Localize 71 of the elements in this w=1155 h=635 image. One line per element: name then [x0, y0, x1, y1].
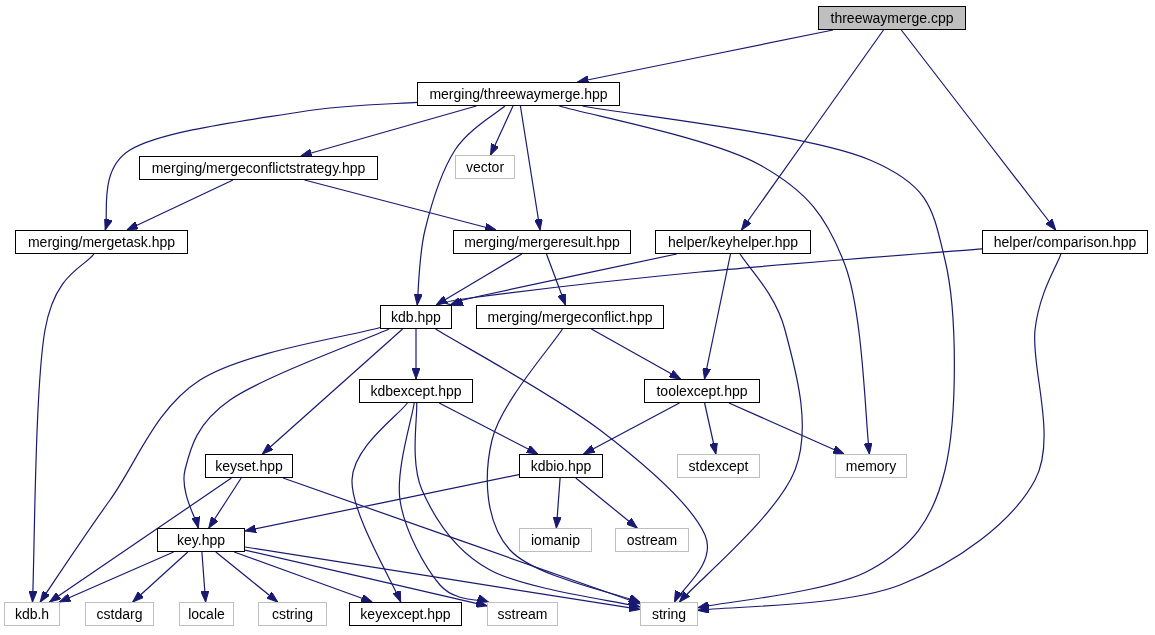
dependency-arrow	[39, 326, 381, 603]
dependency-arrow	[451, 253, 678, 306]
file-node: keyset.hpp	[205, 454, 293, 478]
dependency-arrow	[102, 101, 418, 231]
file-node: ostream	[615, 528, 689, 552]
dependency-arrow	[351, 402, 408, 603]
file-node: toolexcept.hpp	[644, 379, 760, 403]
dependency-arrow	[49, 477, 232, 603]
dependency-arrow	[740, 29, 885, 231]
file-node: merging/mergeconflictstrategy.hpp	[139, 156, 378, 180]
file-node: merging/mergeresult.hpp	[453, 230, 631, 254]
file-node: kdbio.hpp	[519, 454, 603, 478]
dependency-arrow	[413, 105, 506, 306]
file-node: keyexcept.hpp	[349, 602, 462, 626]
dependency-arrow	[411, 328, 421, 380]
dependency-arrow	[244, 474, 520, 534]
dependency-arrow	[445, 248, 983, 306]
dependency-arrow	[233, 551, 373, 603]
dependency-arrow	[489, 105, 514, 156]
dependency-arrow	[697, 253, 1062, 614]
dependency-arrow	[132, 551, 189, 603]
file-node: helper/comparison.hpp	[982, 230, 1148, 254]
dependency-arrow	[58, 551, 175, 603]
dependency-arrow	[208, 477, 242, 529]
dependency-arrow	[28, 253, 95, 603]
dependency-arrow	[558, 105, 873, 455]
dependency-arrow	[545, 253, 567, 306]
dependency-arrow	[728, 402, 845, 455]
dependency-arrow	[704, 402, 718, 455]
file-node: stdexcept	[677, 454, 760, 478]
dependency-arrow	[200, 551, 210, 603]
dependency-arrow	[414, 402, 641, 609]
dependency-arrow	[486, 328, 641, 603]
dependency-arrow	[519, 105, 543, 231]
file-node: helper/keyhelper.hpp	[655, 230, 811, 254]
file-node: merging/mergetask.hpp	[15, 230, 188, 254]
dependency-arrow	[583, 402, 680, 455]
dependency-arrow	[900, 29, 1057, 231]
file-node: cstdarg	[85, 602, 154, 626]
file-node: threewaymerge.cpp	[818, 6, 966, 30]
dependency-arrow	[261, 328, 404, 455]
dependency-arrow	[435, 253, 523, 306]
dependency-arrow	[303, 179, 497, 232]
dependency-arrow	[434, 328, 708, 603]
dependency-arrow	[244, 549, 488, 608]
dependency-arrow	[282, 477, 641, 605]
file-node: vector	[455, 155, 515, 179]
dependency-arrow	[244, 546, 641, 613]
file-node: kdb.h	[4, 602, 60, 626]
file-node: memory	[835, 454, 907, 478]
file-node: sstream	[487, 602, 558, 626]
dependency-arrow	[183, 328, 390, 529]
dependency-arrow	[702, 253, 732, 380]
dependency-arrow	[126, 179, 234, 231]
dependency-arrow	[590, 328, 682, 380]
dependency-arrow	[215, 551, 279, 603]
file-node: locale	[179, 602, 234, 626]
file-node: cstring	[258, 602, 327, 626]
dependency-arrow	[300, 105, 477, 158]
file-node: iomanip	[519, 528, 592, 552]
file-node: string	[640, 602, 698, 626]
dependency-arrow	[575, 477, 638, 529]
dependency-arrow	[678, 253, 803, 603]
dependency-arrow	[398, 402, 489, 604]
file-node: kdbexcept.hpp	[359, 379, 473, 403]
file-node: key.hpp	[157, 528, 245, 552]
file-node: kdb.hpp	[380, 305, 452, 329]
dependency-arrow	[438, 402, 539, 455]
dependency-arrow	[552, 477, 562, 529]
file-node: merging/mergeconflict.hpp	[476, 305, 664, 329]
file-node: merging/threewaymerge.hpp	[417, 82, 620, 106]
